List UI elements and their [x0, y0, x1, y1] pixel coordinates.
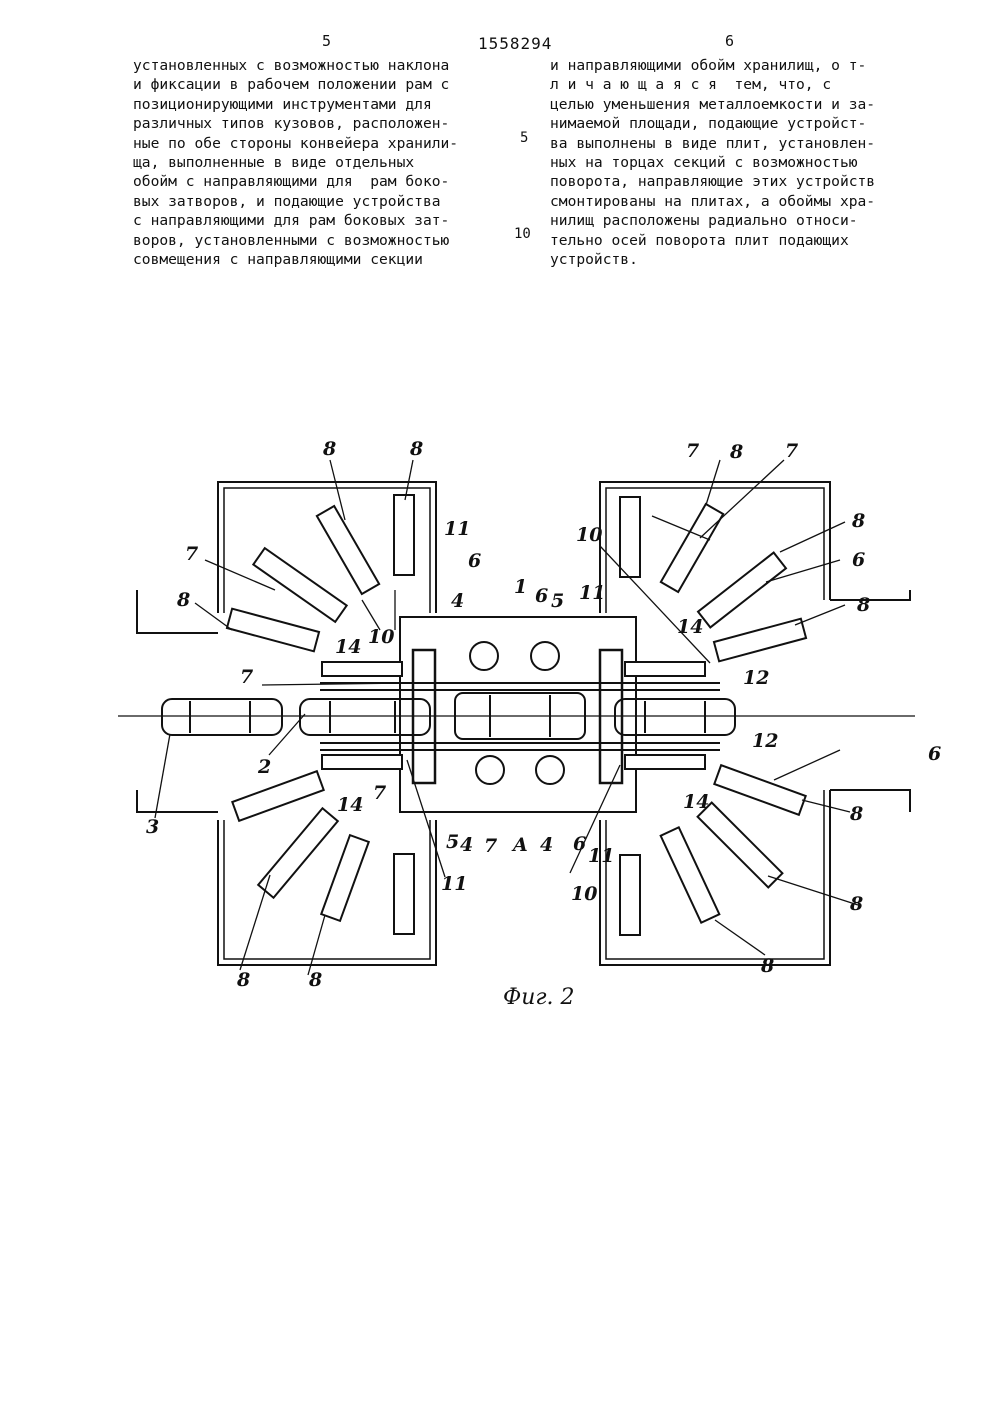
figure-reference-label: 6: [573, 833, 586, 855]
figure-reference-label: 12: [743, 667, 769, 689]
figure-reference-label: 7: [185, 543, 198, 565]
figure-reference-label: 1: [514, 576, 527, 598]
figure-reference-label: 7: [686, 440, 699, 462]
figure-reference-label: 4: [460, 834, 473, 856]
figure-reference-label: 10: [571, 883, 597, 905]
figure-reference-label: 14: [683, 791, 709, 813]
figure-reference-label: 8: [308, 969, 322, 991]
figure-reference-label: A: [511, 834, 528, 856]
figure-reference-label: 8: [760, 955, 774, 977]
figure-reference-label: 5: [551, 590, 564, 612]
figure-reference-label: 4: [540, 834, 553, 856]
figure-reference-label: 6: [535, 585, 548, 607]
figure-reference-label: 6: [468, 550, 481, 572]
figure-reference-label: 6: [928, 743, 941, 765]
figure-reference-label: 11: [588, 845, 614, 867]
figure-reference-label: 8: [849, 893, 863, 915]
figure-reference-label: 4: [451, 590, 464, 612]
figure-caption: Фиг. 2: [503, 985, 575, 1010]
figure-reference-label: 10: [576, 524, 602, 546]
figure-reference-label: 8: [851, 510, 865, 532]
figure-reference-label: 7: [373, 782, 386, 804]
figure-reference-label: 8: [856, 594, 870, 616]
figure-reference-label: 14: [337, 794, 363, 816]
figure-reference-label: 8: [849, 803, 863, 825]
figure-reference-label: 14: [335, 636, 361, 658]
figure-reference-label: 11: [441, 873, 467, 895]
figure-reference-label: 11: [579, 582, 605, 604]
figure-reference-label: 7: [240, 666, 253, 688]
figure-reference-label: 10: [368, 626, 394, 648]
figure-reference-label: 8: [409, 438, 423, 460]
figure-reference-label: 8: [176, 589, 190, 611]
figure-reference-label: 14: [677, 616, 703, 638]
figure-reference-label: 8: [322, 438, 336, 460]
figure-reference-label: 11: [444, 518, 470, 540]
figure-reference-label: 12: [752, 730, 778, 752]
figure-reference-label: 8: [236, 969, 250, 991]
figure-reference-label: 2: [257, 756, 271, 778]
figure-reference-label: 7: [785, 440, 798, 462]
figure-reference-label: 8: [729, 441, 743, 463]
figure-reference-label: 3: [146, 816, 159, 838]
figure-reference-label: 6: [852, 549, 865, 571]
figure-reference-label: 7: [484, 835, 497, 857]
figure-reference-label: 5: [446, 831, 459, 853]
